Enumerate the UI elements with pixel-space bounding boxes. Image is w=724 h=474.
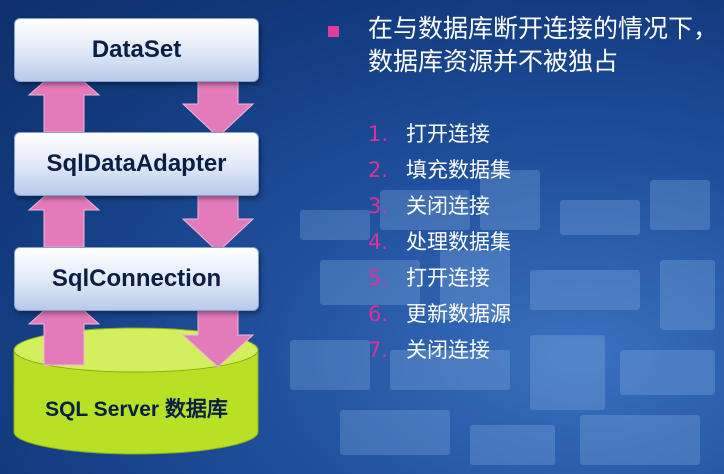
step-text: 打开连接: [406, 266, 490, 290]
steps-list: 1. 打开连接 2. 填充数据集 3. 关闭连接 4. 处理数据集 5. 打开连接 6. 更…: [368, 118, 511, 370]
step-text: 打开连接: [406, 122, 490, 146]
step-number: 6.: [368, 302, 389, 326]
sqlconnection-label: SqlConnection: [51, 265, 222, 292]
step-text: 填充数据集: [406, 158, 511, 182]
dataset-box: DataSet: [14, 18, 259, 82]
sqlconnection-box: SqlConnection: [14, 247, 259, 311]
step-number: 1.: [368, 122, 389, 146]
step-text: 处理数据集: [406, 230, 511, 254]
step-text: 关闭连接: [406, 194, 490, 218]
step-item: 2. 填充数据集: [368, 154, 511, 190]
step-item: 1. 打开连接: [368, 118, 511, 154]
step-item: 7. 关闭连接: [368, 334, 511, 370]
step-item: 6. 更新数据源: [368, 298, 511, 334]
step-number: 7.: [368, 338, 389, 362]
step-text: 更新数据源: [406, 302, 511, 326]
step-number: 4.: [368, 230, 389, 254]
step-item: 5. 打开连接: [368, 262, 511, 298]
sqldataadapter-label: SqlDataAdapter: [46, 150, 227, 177]
step-item: 3. 关闭连接: [368, 190, 511, 226]
database-label: SQL Server 数据库: [45, 398, 228, 421]
headline-text: 在与数据库断开连接的情况下，数据库资源并不被独占: [368, 14, 719, 76]
step-number: 3.: [368, 194, 389, 218]
step-number: 5.: [368, 266, 389, 290]
step-number: 2.: [368, 158, 389, 182]
step-item: 4. 处理数据集: [368, 226, 511, 262]
dataset-label: DataSet: [91, 36, 182, 63]
square-bullet-icon: [328, 26, 339, 37]
sqldataadapter-box: SqlDataAdapter: [14, 132, 259, 196]
step-text: 关闭连接: [406, 338, 490, 362]
